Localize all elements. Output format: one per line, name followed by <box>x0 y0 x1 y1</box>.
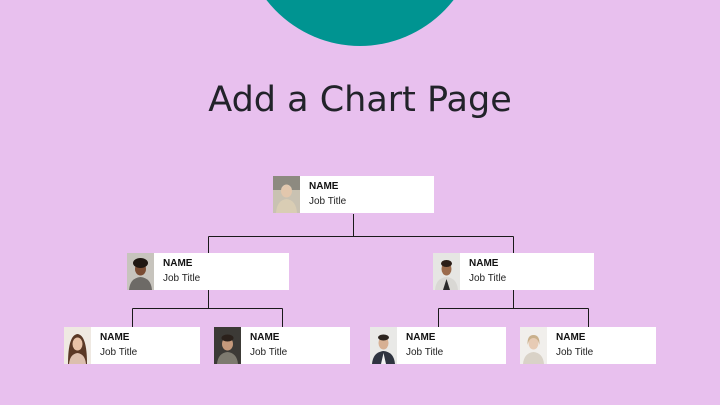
person-photo <box>520 327 547 364</box>
org-card-ll[interactable]: NAME Job Title <box>64 327 200 364</box>
org-card-root[interactable]: NAME Job Title <box>273 176 434 213</box>
person-photo <box>273 176 300 213</box>
person-photo <box>370 327 397 364</box>
person-photo <box>214 327 241 364</box>
org-card-lr[interactable]: NAME Job Title <box>214 327 350 364</box>
person-photo <box>127 253 154 290</box>
person-job-title: Job Title <box>250 347 288 358</box>
person-name: NAME <box>469 258 499 269</box>
person-name: NAME <box>309 181 339 192</box>
org-card-right[interactable]: NAME Job Title <box>433 253 594 290</box>
person-name: NAME <box>100 332 130 343</box>
person-job-title: Job Title <box>556 347 594 358</box>
person-name: NAME <box>556 332 586 343</box>
person-name: NAME <box>250 332 280 343</box>
person-job-title: Job Title <box>100 347 138 358</box>
person-job-title: Job Title <box>406 347 444 358</box>
person-photo <box>64 327 91 364</box>
person-job-title: Job Title <box>309 196 347 207</box>
person-photo <box>433 253 460 290</box>
org-card-rr[interactable]: NAME Job Title <box>520 327 656 364</box>
person-job-title: Job Title <box>469 273 507 284</box>
person-name: NAME <box>163 258 193 269</box>
org-card-left[interactable]: NAME Job Title <box>127 253 289 290</box>
org-card-rl[interactable]: NAME Job Title <box>370 327 506 364</box>
person-job-title: Job Title <box>163 273 201 284</box>
person-name: NAME <box>406 332 436 343</box>
slide-title: Add a Chart Page <box>208 80 512 120</box>
